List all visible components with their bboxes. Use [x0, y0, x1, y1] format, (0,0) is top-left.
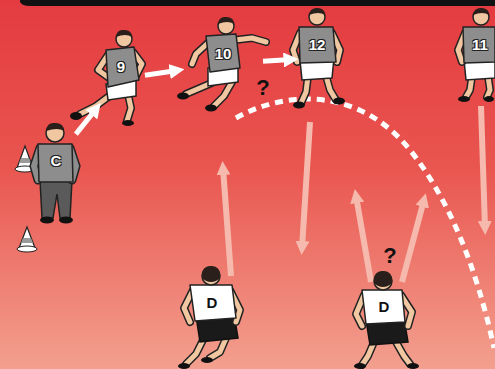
run-arrow: [223, 168, 231, 276]
player-figure: [458, 8, 495, 102]
cone: [17, 227, 37, 252]
pass-arrow: [76, 109, 96, 134]
defender-figure: [396, 342, 410, 364]
pass-arc: [236, 99, 494, 348]
defender-figure: [201, 357, 213, 363]
jersey-number: 9: [117, 59, 125, 74]
question-mark: ?: [382, 245, 397, 267]
player: 10: [180, 20, 260, 108]
player-figure: [484, 96, 494, 102]
coach-figure: [46, 123, 64, 131]
player-figure: [205, 105, 217, 112]
pass-arc: [236, 99, 494, 348]
player-figure: [309, 8, 325, 15]
player: D: [184, 268, 242, 369]
player-figure: [70, 30, 142, 126]
coach-figure: [38, 144, 73, 182]
top-border: [20, 0, 495, 6]
top-border: [20, 0, 495, 6]
player-figure: [116, 30, 132, 37]
jersey-number: D: [207, 295, 218, 310]
jersey-number: C: [51, 153, 62, 168]
defender-figure: [202, 266, 220, 282]
defender-figure: [407, 363, 419, 369]
player: 12: [294, 10, 338, 106]
cone: [21, 238, 33, 243]
cone: [17, 246, 37, 252]
player-figure: [235, 38, 266, 42]
player-figure: [458, 96, 470, 102]
coach-figure: [40, 217, 54, 224]
player-figure: [473, 9, 489, 25]
defender-figure: [374, 272, 392, 290]
run-arrow: [223, 106, 485, 282]
player-figure: [206, 34, 240, 72]
jersey-number: 12: [309, 37, 326, 52]
player-figure: [127, 94, 131, 121]
defender-figure: [190, 285, 236, 321]
player-figure: [309, 9, 325, 25]
pass-arrow: [263, 60, 291, 62]
player-figure: [293, 102, 305, 109]
player: C: [38, 128, 74, 190]
question-mark: ?: [255, 77, 270, 99]
run-arrow: [402, 200, 424, 282]
jersey-number: D: [379, 299, 390, 314]
player-figure: [127, 94, 131, 121]
player-figure: [218, 17, 234, 24]
cone: [19, 158, 31, 163]
player-figure: [293, 8, 345, 109]
player-figure: [235, 38, 266, 42]
player-figure: [122, 120, 134, 126]
pass-arrow: [145, 70, 177, 75]
jersey-number: 10: [215, 46, 232, 61]
player-figure: [177, 93, 189, 100]
coach-figure: [40, 180, 72, 218]
coach-figure: [34, 123, 76, 224]
player-figure: [463, 27, 495, 63]
defender-figure: [178, 363, 190, 369]
defender-figure: [396, 342, 410, 364]
defender-figure: [354, 271, 419, 369]
run-arrow: [481, 106, 485, 228]
player-figure: [214, 82, 232, 106]
defender-figure: [362, 290, 405, 324]
player-figure: [70, 112, 82, 120]
coach-figure: [59, 217, 73, 224]
player: 9: [98, 34, 142, 124]
player-figure: [177, 17, 266, 112]
player-figure: [326, 76, 336, 100]
defender-figure: [354, 363, 366, 369]
defender-figure: [374, 271, 392, 287]
cone: [19, 227, 35, 248]
run-arrow: [302, 122, 310, 248]
jersey-number: 11: [472, 37, 488, 52]
run-arrow: [356, 196, 371, 282]
player-figure: [473, 8, 489, 15]
player: 11: [462, 10, 495, 100]
player-figure: [106, 47, 139, 87]
player-figure: [326, 76, 336, 100]
defender-figure: [202, 267, 220, 285]
defender-figure: [178, 266, 240, 369]
player-figure: [214, 82, 232, 106]
player-figure: [299, 27, 336, 63]
player-figure: [333, 98, 345, 105]
player: D: [358, 272, 414, 369]
